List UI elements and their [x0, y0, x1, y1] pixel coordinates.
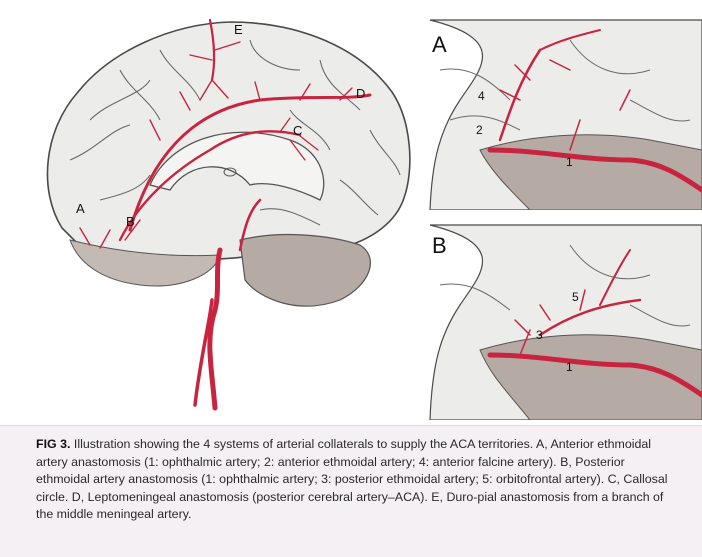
caption-fig-label: FIG 3. [36, 437, 71, 451]
inset-b-num-3: 3 [536, 328, 543, 342]
inset-a-label: A [432, 32, 447, 57]
inset-b-drawing: B 5 3 1 [429, 224, 702, 420]
label-a: A [76, 201, 85, 216]
figure-illustration: E D C A B A 4 2 1 [46, 18, 702, 420]
inset-b-num-5: 5 [572, 290, 579, 304]
label-e: E [234, 22, 243, 37]
inset-a-drawing: A 4 2 1 [429, 19, 702, 210]
label-b: B [126, 214, 135, 229]
inset-b-label: B [432, 233, 447, 258]
inset-b-num-1: 1 [566, 360, 573, 374]
figure-caption: FIG 3. Illustration showing the 4 system… [36, 436, 676, 524]
label-d: D [356, 86, 365, 101]
inset-a-num-4: 4 [478, 89, 485, 103]
main-brain-drawing: E D C A B [46, 18, 411, 411]
label-c: C [293, 123, 302, 138]
caption-box: FIG 3. Illustration showing the 4 system… [0, 425, 702, 557]
inset-a-num-1: 1 [566, 155, 573, 169]
caption-text: Illustration showing the 4 systems of ar… [36, 437, 668, 521]
inset-a-num-2: 2 [476, 123, 483, 137]
